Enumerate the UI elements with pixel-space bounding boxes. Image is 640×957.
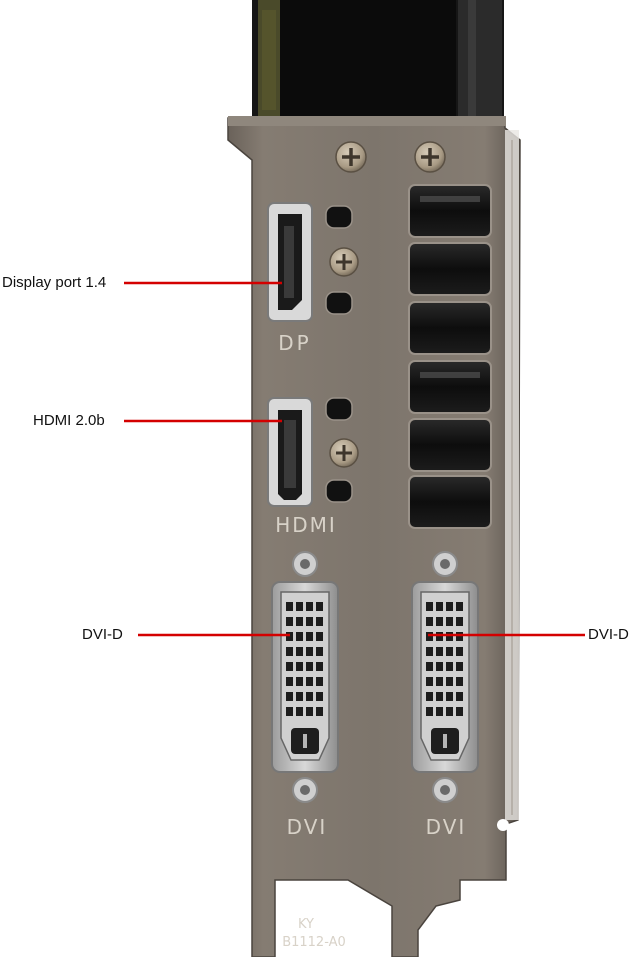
bracket-marking-ky: KY — [298, 917, 314, 932]
bracket-notch — [497, 819, 509, 831]
dvi-connector-right — [411, 551, 479, 803]
screw-top-right — [414, 141, 446, 173]
dp-engraving: DP — [278, 331, 311, 355]
callout-label-displayport: Display port 1.4 — [2, 274, 107, 291]
callout-label-hdmi: HDMI 2.0b — [33, 412, 105, 429]
dvi-connector-left — [271, 551, 339, 803]
hdmi-connector — [267, 397, 313, 507]
small-vent-holes — [325, 205, 353, 503]
callout-label-dvi-left: DVI-D — [82, 626, 123, 643]
displayport-connector — [267, 202, 313, 322]
heatsink-top — [252, 0, 504, 122]
callout-lines — [124, 281, 585, 637]
bracket-marking-part: B1112-A0 — [282, 935, 346, 950]
dvi-left-engraving: DVI — [287, 815, 328, 839]
vent-slots — [408, 184, 492, 529]
screw-dp — [329, 247, 359, 277]
bracket-top-lip — [228, 116, 506, 126]
callout-label-dvi-right: DVI-D — [588, 626, 629, 643]
hdmi-engraving: HDMI — [275, 513, 337, 537]
screw-top-left — [335, 141, 367, 173]
screw-hdmi — [329, 438, 359, 468]
dvi-right-engraving: DVI — [426, 815, 467, 839]
